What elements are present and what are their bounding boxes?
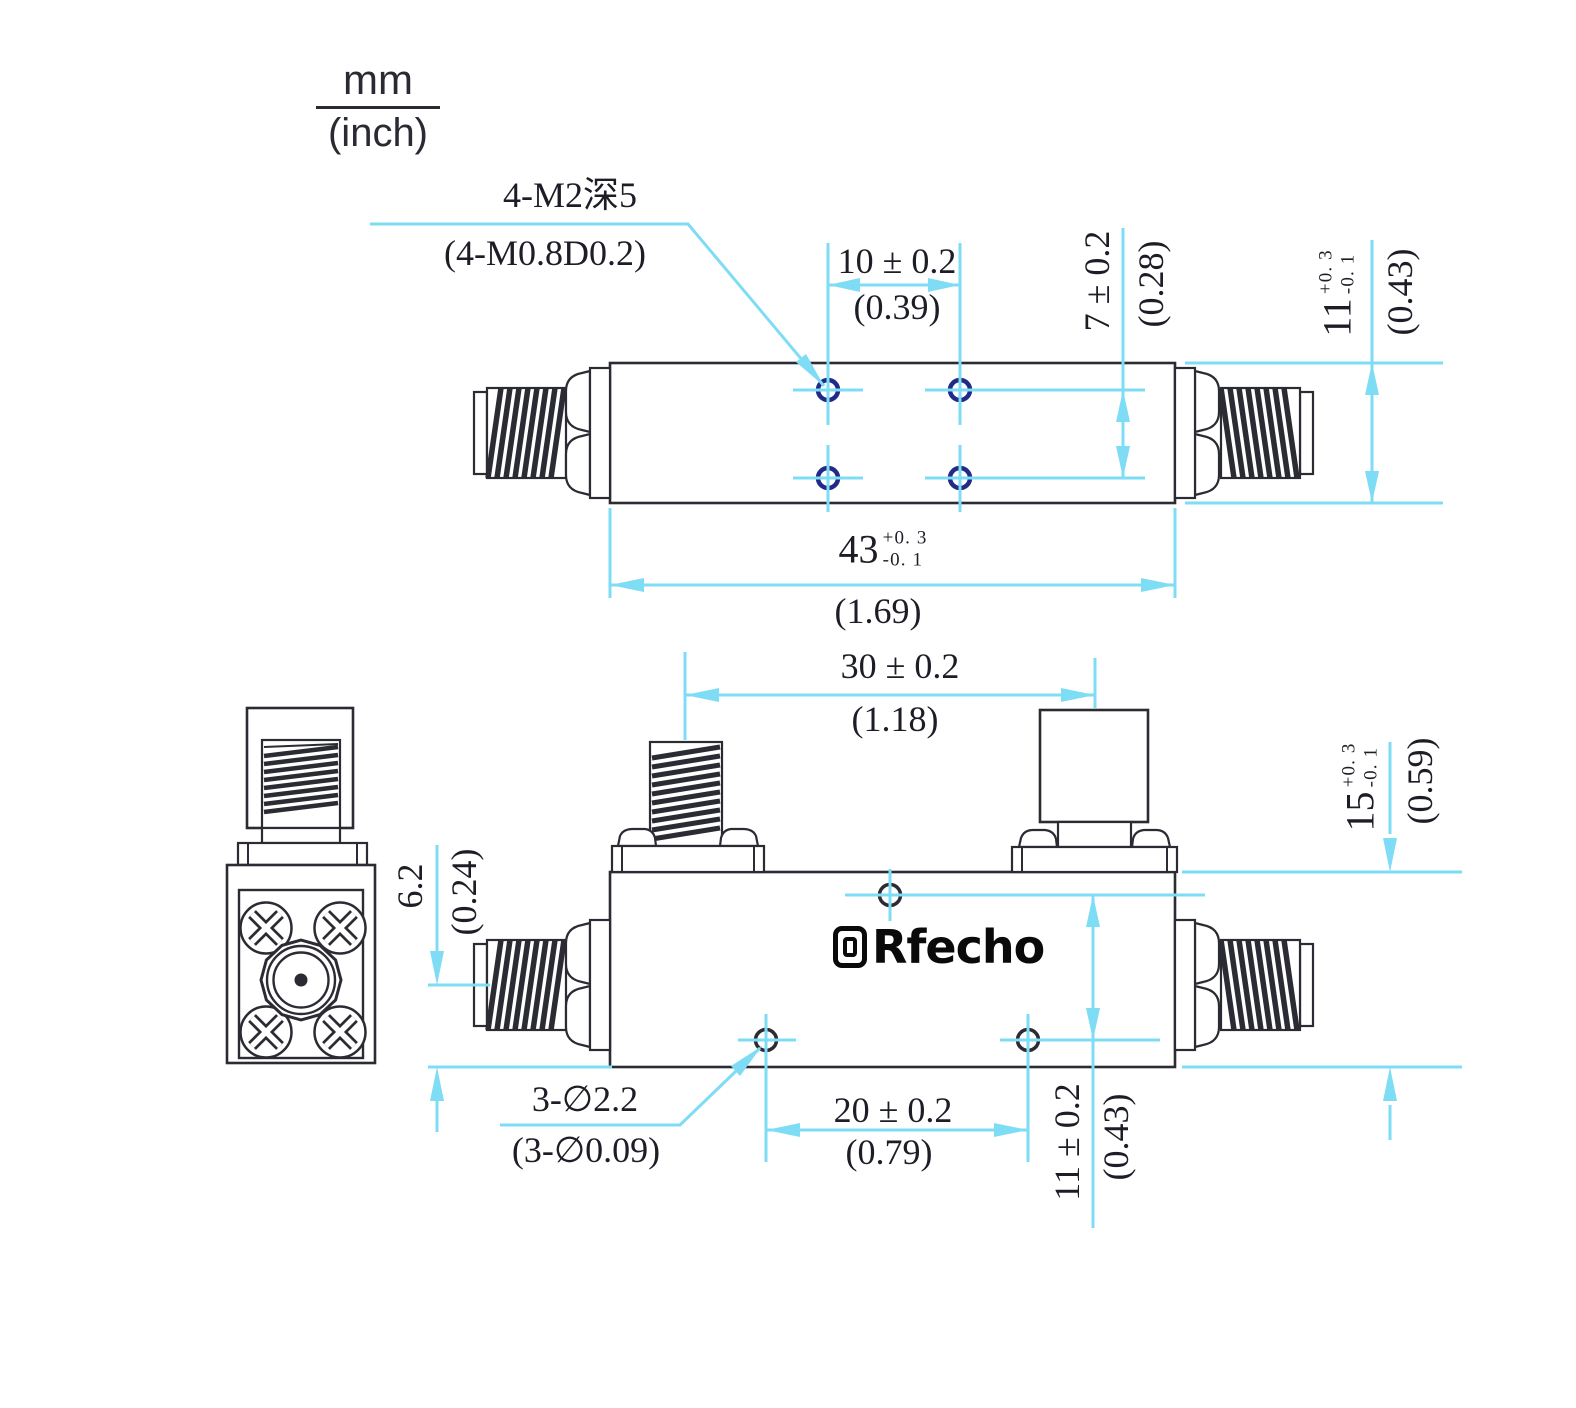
- dim-mount-spacing-y-mm: 11 ± 0.2: [1047, 1083, 1087, 1201]
- dim-hole-spacing-y-inch: (0.28): [1131, 240, 1171, 328]
- thread-hatch: [1218, 939, 1300, 1031]
- dim-body-width-mm: 11 +0. 3-0. 1: [1314, 249, 1361, 337]
- unit-inch-label: (inch): [327, 111, 429, 155]
- sma-face: [259, 938, 343, 1022]
- end-view: [225, 706, 377, 1065]
- dim-body-length-mm: 43+0. 3-0. 1: [838, 526, 927, 573]
- dim-body-width-inch: (0.43): [1380, 248, 1420, 336]
- tol-minus: -0. 1: [1360, 746, 1381, 788]
- dim-port-axis-offset-mm: 6.2: [390, 863, 430, 909]
- dim-body-height: [1182, 742, 1462, 1140]
- dim-hole-spacing-y-mm: 7 ± 0.2: [1077, 230, 1117, 332]
- unit-mm-label: mm: [316, 56, 440, 109]
- centerlines-top-view: [793, 388, 1145, 512]
- thread-hatch: [263, 744, 339, 815]
- thread-hatch: [485, 387, 567, 479]
- sma-connector-right-front-view: [1173, 918, 1315, 1052]
- dim-port-spacing: [683, 652, 1097, 740]
- dim-hole-spacing-x-inch: (0.39): [853, 287, 941, 327]
- dim-port-spacing-mm: 30 ± 0.2: [840, 646, 960, 686]
- leader-hole-note: [500, 1046, 762, 1127]
- dim-value: 11: [1314, 298, 1360, 337]
- dim-body-height-mm: 15 +0. 3-0. 1: [1337, 742, 1384, 831]
- hole-note-line2: (3-∅0.09): [511, 1130, 661, 1170]
- screw-note-line2: (4-M0.8D0.2): [444, 233, 646, 273]
- thread-hatch: [485, 939, 567, 1031]
- logo-text: Rfecho: [872, 920, 1045, 974]
- dim-mount-spacing-y: [1086, 895, 1100, 1228]
- dim-body-width: [1185, 240, 1443, 505]
- port-top-right: [1010, 708, 1179, 874]
- top-view-body: [608, 361, 1177, 505]
- tol-plus: +0. 3: [882, 527, 928, 549]
- tol-minus: -0. 1: [882, 549, 924, 570]
- dim-hole-spacing-x-mm: 10 ± 0.2: [837, 241, 957, 281]
- sma-connector-right-top-view: [1173, 366, 1315, 500]
- top-view: [472, 361, 1315, 505]
- dim-mount-spacing-y-inch: (0.43): [1096, 1093, 1136, 1181]
- logo-icon: [833, 926, 867, 968]
- dimension-annotations: [370, 222, 1462, 1228]
- tol-plus: +0. 3: [1315, 249, 1337, 295]
- sma-connector-left-front-view: [472, 918, 612, 1052]
- dim-value: 43: [838, 526, 879, 572]
- sma-port-top-left: [610, 740, 766, 874]
- center-pin: [294, 973, 308, 987]
- dim-port-axis-offset-inch: (0.24): [444, 848, 484, 936]
- hole-note-line1: 3-∅2.2: [531, 1079, 639, 1119]
- dim-body-length: [608, 508, 1177, 598]
- leader-screw-note: [370, 222, 826, 387]
- unit-legend: mm (inch): [316, 56, 440, 156]
- dim-body-height-inch: (0.59): [1400, 737, 1440, 825]
- dim-value: 15: [1337, 791, 1383, 832]
- dim-hole-spacing-x: [826, 243, 962, 425]
- dim-body-length-inch: (1.69): [834, 591, 922, 631]
- dim-port-spacing-inch: (1.18): [851, 699, 939, 739]
- dim-port-axis-offset: [428, 845, 612, 1132]
- dim-mount-spacing-x: [766, 1123, 1028, 1137]
- screw-note-line1: 4-M2深5: [503, 175, 637, 215]
- centerlines-front-view: [738, 869, 1205, 1162]
- thread-hatch: [1218, 387, 1300, 479]
- logo-icon-inner: [843, 937, 857, 957]
- front-view: [472, 708, 1315, 1069]
- tol-plus: +0. 3: [1338, 742, 1360, 788]
- sma-connector-left-top-view: [472, 366, 612, 500]
- dim-mount-spacing-x-inch: (0.79): [845, 1132, 933, 1172]
- dim-hole-spacing-y: [1116, 228, 1130, 478]
- dim-mount-spacing-x-mm: 20 ± 0.2: [833, 1090, 953, 1130]
- tol-minus: -0. 1: [1337, 253, 1358, 295]
- thread-hatch: [651, 744, 721, 842]
- brand-logo: Rfecho: [833, 920, 1045, 974]
